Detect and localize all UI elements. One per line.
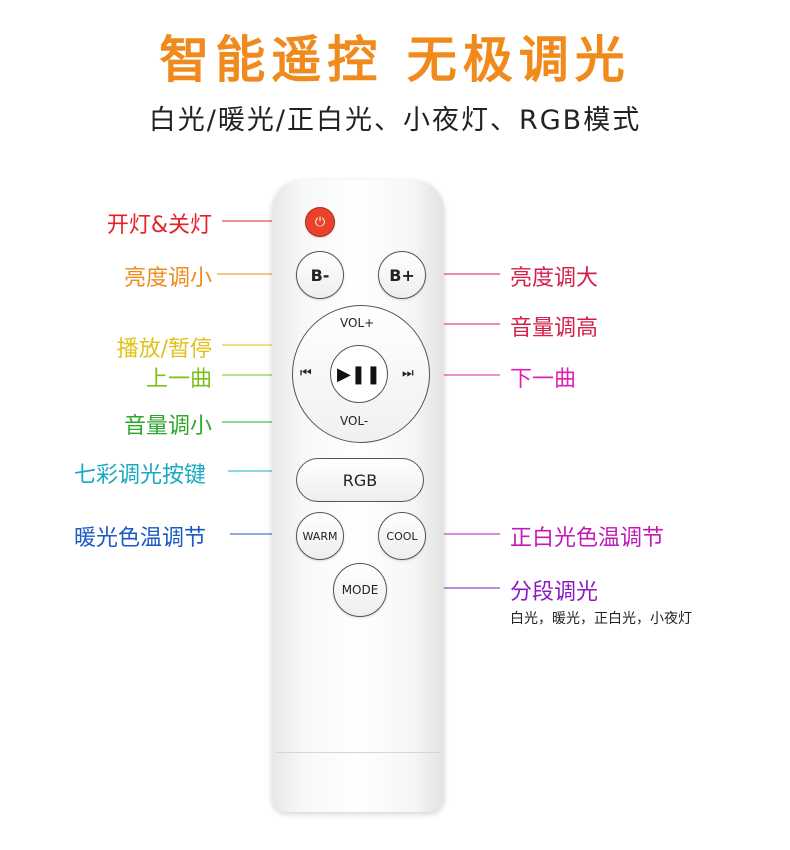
label-volume-down: 音量调小 (123, 414, 212, 439)
page-title: 智能遥控 无极调光 (159, 31, 631, 89)
rgb-button[interactable]: RGB (296, 458, 424, 502)
label-rgb: 七彩调光按键 (73, 463, 206, 488)
label-volume-up: 音量调高 (510, 316, 599, 341)
label-next: 下一曲 (510, 367, 577, 392)
label-power: 开灯&关灯 (106, 213, 212, 238)
label-warm: 暖光色温调节 (73, 526, 206, 551)
page-subtitle: 白光/暖光/正白光、小夜灯、RGB模式 (148, 105, 642, 136)
remote-seam (276, 752, 440, 753)
label-mode: 分段调光 (510, 580, 599, 605)
power-button[interactable]: ⏻ (305, 207, 335, 237)
label-prev: 上一曲 (145, 367, 212, 392)
label-mode-detail: 白光，暖光，正白光，小夜灯 (510, 611, 692, 627)
next-track-icon[interactable]: ⏭ (402, 366, 414, 381)
mode-button[interactable]: MODE (333, 563, 387, 617)
play-pause-icon: ▶❚❚ (336, 363, 381, 385)
brightness-down-button[interactable]: B- (296, 251, 344, 299)
label-play-pause: 播放/暂停 (116, 337, 212, 362)
play-pause-button[interactable]: ▶❚❚ (330, 345, 388, 403)
previous-track-icon[interactable]: ⏮ (300, 366, 312, 381)
power-icon: ⏻ (314, 214, 326, 230)
cool-button[interactable]: COOL (378, 512, 426, 560)
volume-down-button[interactable]: VOL- (340, 414, 369, 428)
brightness-up-button[interactable]: B+ (378, 251, 426, 299)
volume-up-button[interactable]: VOL+ (340, 316, 375, 330)
label-brightness-up: 亮度调大 (510, 266, 599, 291)
label-brightness-down: 亮度调小 (123, 266, 212, 291)
label-cool: 正白光色温调节 (510, 526, 665, 551)
warm-button[interactable]: WARM (296, 512, 344, 560)
